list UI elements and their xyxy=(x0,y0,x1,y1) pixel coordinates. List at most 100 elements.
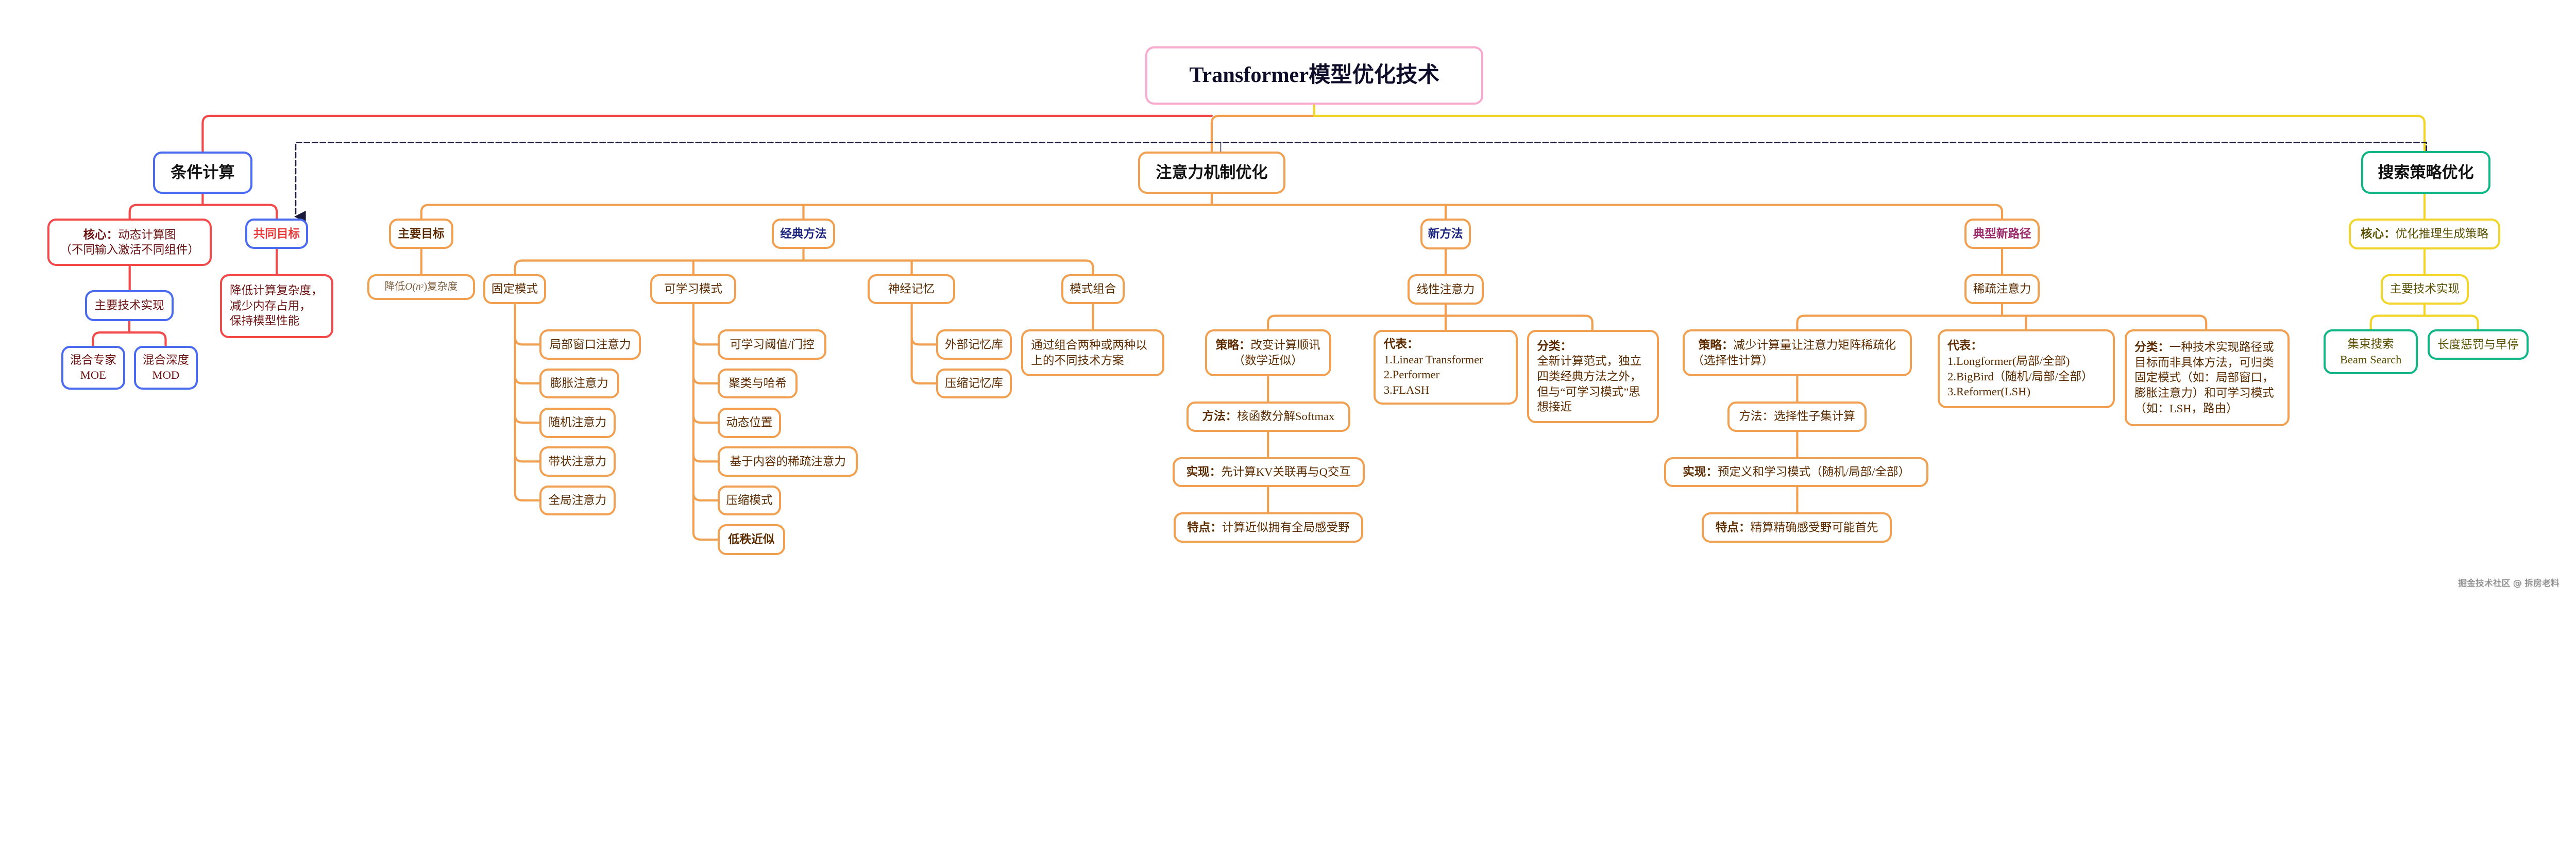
goal-suffix: )复杂度 xyxy=(423,280,458,292)
fixed-item[interactable]: 带状注意力 xyxy=(539,446,616,477)
cat-line: 四类经典方法之外， xyxy=(1537,370,1642,383)
combo-detail-node[interactable]: 通过组合两种或两种以 上的不同技术方案 xyxy=(1021,329,1165,376)
impl-title: 主要技术实现 xyxy=(94,299,164,312)
fixed-pattern-node[interactable]: 固定模式 xyxy=(483,274,547,305)
search-strategy-node[interactable]: 搜索策略优化 xyxy=(2361,151,2491,194)
learnable-item-label: 压缩模式 xyxy=(726,494,773,507)
attention-node[interactable]: 注意力机制优化 xyxy=(1138,151,1286,194)
goal-exponent: 2 xyxy=(420,283,424,290)
memory-item[interactable]: 外部记忆库 xyxy=(936,329,1012,360)
linear-category-node[interactable]: 分类： 全新计算范式，独立 四类经典方法之外， 但与“可学习模式”思 想接近 xyxy=(1527,330,1659,424)
fixed-item-label: 局部窗口注意力 xyxy=(549,338,631,351)
core-label: 核心： xyxy=(83,228,118,241)
feature-text: 计算近似拥有全局感受野 xyxy=(1222,521,1350,534)
rep-line: 3.Reformer(LSH) xyxy=(1947,385,2030,398)
length-penalty-node[interactable]: 长度惩罚与早停 xyxy=(2427,329,2529,360)
memory-title: 神经记忆 xyxy=(888,282,935,296)
search-impl-node[interactable]: 主要技术实现 xyxy=(2380,274,2469,305)
linear-attention-node[interactable]: 线性注意力 xyxy=(1407,274,1484,305)
strategy-text: 减少计算量让注意力矩阵稀疏化 xyxy=(1733,338,1896,352)
penalty-label: 长度惩罚与早停 xyxy=(2437,338,2519,351)
neural-memory-node[interactable]: 神经记忆 xyxy=(867,274,956,305)
rep-line: 1.Linear Transformer xyxy=(1383,353,1483,366)
learnable-item[interactable]: 压缩模式 xyxy=(718,485,781,516)
rep-line: 1.Longformer(局部/全部) xyxy=(1947,354,2070,367)
learnable-item-label: 基于内容的稀疏注意力 xyxy=(730,455,846,468)
main-goal-title: 主要目标 xyxy=(398,227,445,240)
rep-label: 代表： xyxy=(1383,338,1419,351)
fixed-item[interactable]: 随机注意力 xyxy=(539,408,616,438)
sparse-title: 稀疏注意力 xyxy=(1973,282,2031,296)
sparse-feature-node[interactable]: 特点：精算精确感受野可能首先 xyxy=(1702,512,1892,543)
core-label: 核心： xyxy=(2360,227,2396,240)
learnable-item[interactable]: 动态位置 xyxy=(718,408,781,438)
linear-impl-node[interactable]: 实现：先计算KV关联再与Q交互 xyxy=(1172,457,1365,488)
core-note: （不同输入激活不同组件） xyxy=(60,243,199,257)
learnable-item[interactable]: 可学习阈值/门控 xyxy=(718,329,826,360)
impl-text: 预定义和学习模式（随机/局部/全部） xyxy=(1717,465,1910,479)
shared-goal-title: 共同目标 xyxy=(253,227,300,240)
combo-line: 通过组合两种或两种以 xyxy=(1031,338,1147,352)
learnable-item[interactable]: 基于内容的稀疏注意力 xyxy=(718,446,858,477)
sparse-category-node[interactable]: 分类：一种技术实现路径或 目标而非具体方法，可归类 固定模式（如：局部窗口， 膨… xyxy=(2124,329,2290,426)
sparse-impl-node[interactable]: 实现：预定义和学习模式（随机/局部/全部） xyxy=(1664,457,1928,488)
mod-label: 混合深度 xyxy=(142,353,189,366)
strategy-text: 改变计算顺讯 xyxy=(1250,338,1320,352)
strategy-note: （选择性计算） xyxy=(1692,354,1774,367)
sparse-representatives-node[interactable]: 代表： 1.Longformer(局部/全部) 2.BigBird（随机/局部/… xyxy=(1937,329,2115,408)
watermark: 掘金技术社区 @ 拆房老料 xyxy=(2458,578,2560,589)
search-core-node[interactable]: 核心：优化推理生成策略 xyxy=(2348,218,2501,249)
linear-strategy-node[interactable]: 策略：改变计算顺讯 （数学近似） xyxy=(1205,329,1331,376)
memory-item[interactable]: 压缩记忆库 xyxy=(936,368,1012,399)
conditional-impl-node[interactable]: 主要技术实现 xyxy=(84,290,174,321)
new-methods-node[interactable]: 新方法 xyxy=(1420,219,1471,249)
cat-line: 但与“可学习模式”思 xyxy=(1537,385,1640,398)
main-goal-node[interactable]: 主要目标 xyxy=(389,218,453,249)
shared-goal-node[interactable]: 共同目标 xyxy=(245,219,308,249)
fixed-item[interactable]: 全局注意力 xyxy=(539,485,616,516)
learnable-pattern-node[interactable]: 可学习模式 xyxy=(650,274,737,305)
method-label: 方法： xyxy=(1202,410,1238,423)
conditional-title: 条件计算 xyxy=(171,163,235,182)
learnable-item-label: 可学习阈值/门控 xyxy=(730,338,815,351)
learnable-item[interactable]: 低秩近似 xyxy=(718,524,785,555)
conditional-node[interactable]: 条件计算 xyxy=(152,151,252,194)
mod-abbr: MOD xyxy=(152,369,180,382)
cat-label: 分类： xyxy=(2134,341,2170,354)
linear-method-node[interactable]: 方法：核函数分解Softmax xyxy=(1186,402,1351,432)
conditional-core-node[interactable]: 核心：动态计算图 （不同输入激活不同组件） xyxy=(47,219,212,266)
cat-label: 分类： xyxy=(1537,339,1572,353)
sparse-method-node[interactable]: 方法：选择性子集计算 xyxy=(1727,402,1867,432)
path-title: 典型新路径 xyxy=(1973,227,2031,240)
learnable-item[interactable]: 聚类与哈希 xyxy=(718,368,798,399)
dashed-relation-line xyxy=(294,141,2427,223)
learnable-item-label: 动态位置 xyxy=(726,416,773,429)
strategy-label: 策略： xyxy=(1698,338,1734,352)
cat-line: 目标而非具体方法，可归类 xyxy=(2134,356,2274,369)
fixed-item[interactable]: 膨胀注意力 xyxy=(539,368,620,399)
fixed-item-label: 全局注意力 xyxy=(548,494,607,507)
pattern-combo-node[interactable]: 模式组合 xyxy=(1061,274,1125,305)
fixed-title: 固定模式 xyxy=(491,282,538,296)
linear-feature-node[interactable]: 特点：计算近似拥有全局感受野 xyxy=(1173,512,1363,543)
goal-line: 保持模型性能 xyxy=(230,314,300,328)
learnable-item-label: 低秩近似 xyxy=(728,533,775,546)
sparse-attention-node[interactable]: 稀疏注意力 xyxy=(1964,274,2040,305)
fixed-item[interactable]: 局部窗口注意力 xyxy=(539,329,641,360)
rep-line: 3.FLASH xyxy=(1383,383,1430,397)
shared-goal-detail-node[interactable]: 降低计算复杂度， 减少内存占用， 保持模型性能 xyxy=(219,274,334,338)
beam-label: 集束搜索 xyxy=(2347,338,2394,351)
cat-line: （如：LSH，路由） xyxy=(2134,402,2238,415)
linear-representatives-node[interactable]: 代表： 1.Linear Transformer 2.Performer 3.F… xyxy=(1374,330,1518,405)
sparse-strategy-node[interactable]: 策略：减少计算量让注意力矩阵稀疏化 （选择性计算） xyxy=(1683,329,1912,376)
mod-node[interactable]: 混合深度 MOD xyxy=(134,346,198,390)
typical-path-node[interactable]: 典型新路径 xyxy=(1964,218,2040,249)
linear-title: 线性注意力 xyxy=(1416,282,1475,296)
core-text: 优化推理生成策略 xyxy=(2395,227,2488,240)
core-text: 动态计算图 xyxy=(118,228,176,241)
root-node[interactable]: Transformer模型优化技术 xyxy=(1145,46,1484,105)
classic-methods-node[interactable]: 经典方法 xyxy=(772,218,835,249)
